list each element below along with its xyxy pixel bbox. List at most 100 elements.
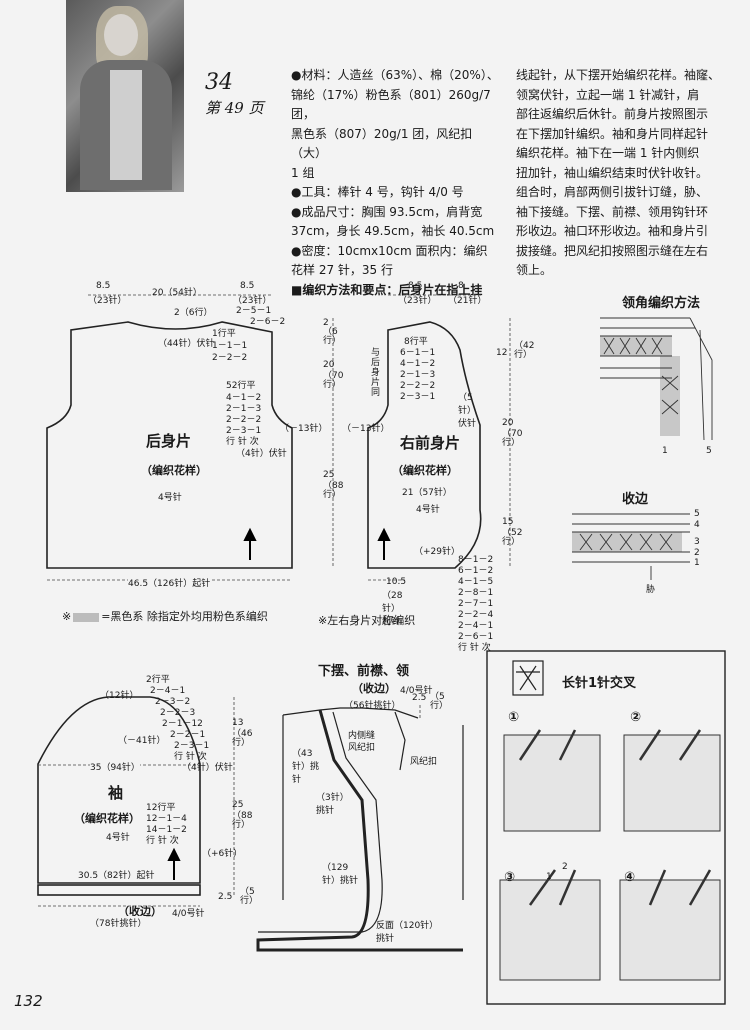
stitch-title: 长针1针交叉 bbox=[562, 676, 637, 691]
sleeve-top: （12针） bbox=[100, 691, 139, 701]
mid-dim-1: 2 bbox=[323, 318, 329, 328]
front-piece-title: 右前身片 bbox=[400, 434, 461, 452]
stitch-arrow-2: 2 bbox=[562, 862, 568, 872]
sleeve-dim-2b: （88行） bbox=[232, 811, 253, 830]
front-cast-on: （28针）起针 bbox=[382, 591, 403, 627]
stitch-step-4: ④ bbox=[624, 870, 636, 885]
sleeve-width: 35（94针） bbox=[90, 760, 140, 773]
back-dec-1: 1行平 bbox=[212, 329, 236, 339]
back-armhole-1: 52行平 bbox=[226, 381, 256, 391]
front-mid-width: 21（57针） bbox=[402, 488, 452, 498]
back-piece-needle: 4号针 bbox=[158, 493, 182, 503]
corner-chart-row-1: 1 bbox=[662, 446, 668, 456]
sleeve-dim-1: 13 bbox=[232, 718, 244, 728]
back-armhole-6: 行 针 次 bbox=[226, 437, 259, 447]
stitch-step-3: ③ bbox=[504, 870, 516, 885]
front-bottom-width: 10.5 bbox=[386, 577, 407, 587]
mid-dim-3b: （88行） bbox=[323, 481, 344, 500]
hem-top-pickup: （56针挑针） bbox=[344, 701, 401, 711]
back-top-middle: 20（54针） bbox=[152, 288, 202, 298]
front-neck-bo: （5针）伏针 bbox=[458, 393, 477, 429]
edge-row-3: 3 bbox=[694, 537, 700, 547]
stitch-step-2: ② bbox=[630, 710, 642, 725]
pattern-number: 34 bbox=[205, 70, 233, 95]
sleeve-dim-3b: （5行） bbox=[240, 887, 259, 906]
sleeve-cap-dec: （－41针） bbox=[118, 736, 166, 746]
back-armhole-2: 4－1－2 bbox=[226, 393, 262, 403]
sleeve-pattern: （编织花样） bbox=[74, 812, 140, 825]
front-piece-needle: 4号针 bbox=[416, 505, 440, 515]
collar-hook: 风纪扣 bbox=[348, 743, 376, 753]
front-side-dec: （－13针） bbox=[342, 424, 390, 434]
sleeve-inc-2: 12－1－4 bbox=[146, 814, 187, 824]
front-curve-4: 2－8－1 bbox=[458, 588, 494, 598]
black-swatch bbox=[73, 612, 100, 622]
stitch-illustrations bbox=[499, 729, 721, 981]
front-pickup-3: （129针）挑针 bbox=[322, 863, 359, 886]
right-dim-2b: （70行） bbox=[502, 429, 523, 448]
front-curve-5: 2－7－1 bbox=[458, 599, 494, 609]
corner-chart-row-5: 5 bbox=[706, 446, 712, 456]
sleeve-cap-6: 2－2－1 bbox=[170, 730, 206, 740]
hem-right-dim-b: （5行） bbox=[430, 692, 449, 711]
right-dim-3b: （52行） bbox=[502, 528, 523, 547]
back-neck-stitches: （44针）伏针 bbox=[158, 339, 215, 349]
back-top-right-2: （23针） bbox=[233, 296, 272, 306]
back-armhole-3: 2－1－3 bbox=[226, 404, 262, 414]
sleeve-cap-3: 2－3－2 bbox=[155, 697, 191, 707]
front-top-right-2: （21针） bbox=[448, 296, 487, 306]
sleeve-title: 袖 bbox=[108, 784, 124, 802]
sleeve-pick-up: （78针挑针） bbox=[90, 916, 147, 929]
sleeve-edge-needle: 4/0号针 bbox=[172, 909, 205, 919]
page-reference: 第 49 页 bbox=[205, 99, 264, 117]
back-armhole-5: 2－3－1 bbox=[226, 426, 262, 436]
back-piece-pattern: （编织花样） bbox=[141, 464, 207, 477]
front-curve-9: 行 针 次 bbox=[458, 643, 491, 653]
edge-chart bbox=[572, 513, 690, 580]
mid-dim-2: 20 bbox=[323, 360, 335, 370]
edge-row-5: 5 bbox=[694, 509, 700, 519]
edge-row-1: 1 bbox=[694, 558, 700, 568]
front-neck-4: 2－1－3 bbox=[400, 370, 436, 380]
sleeve-edge-title: （收边） bbox=[118, 905, 162, 918]
edge-row-2: 2 bbox=[694, 548, 700, 558]
hem-pickup: 反面（120针）挑针 bbox=[376, 921, 434, 944]
corner-chart bbox=[600, 317, 713, 441]
sleeve-dim-3: 2.5 bbox=[218, 892, 233, 902]
front-curve-1: 8－1－2 bbox=[458, 555, 494, 565]
hem-subtitle: （收边） bbox=[352, 682, 396, 695]
right-dim-3: 15 bbox=[502, 517, 514, 527]
hem-title: 下摆、前襟、领 bbox=[318, 664, 410, 679]
model-photo bbox=[66, 0, 184, 192]
mid-dim-3: 25 bbox=[323, 470, 335, 480]
sleeve-needle: 4号针 bbox=[106, 833, 130, 843]
mid-dim-2b: （70行） bbox=[323, 371, 344, 390]
stitch-arrow-1: 1 bbox=[546, 872, 552, 882]
front-curve-7: 2－4－1 bbox=[458, 621, 494, 631]
sleeve-cap-8: 行 针 次 bbox=[174, 752, 207, 762]
sleeve-cap-4: 2－2－3 bbox=[160, 708, 196, 718]
hem-right-dim: 2.5 bbox=[412, 693, 427, 703]
sleeve-inc-3: 14－1－2 bbox=[146, 825, 187, 835]
front-neck-1: 8行平 bbox=[404, 337, 428, 347]
stitch-step-1: ① bbox=[508, 710, 520, 725]
back-top-left: 8.5 bbox=[96, 281, 111, 291]
sleeve-cap-2: 2－4－1 bbox=[150, 686, 186, 696]
page-number: 132 bbox=[14, 992, 43, 1010]
back-neck-rows: 2（6行） bbox=[174, 308, 213, 318]
front-top-left: 8.5 bbox=[408, 281, 423, 291]
edge-side-note: 胁 bbox=[646, 585, 656, 595]
front-curve-8: 2－6－1 bbox=[458, 632, 494, 642]
collar-inner-seam: 内侧缝 bbox=[348, 731, 376, 741]
mid-dim-1b: （6行） bbox=[323, 327, 342, 346]
sleeve-outline bbox=[37, 696, 201, 884]
front-piece-pattern: （编织花样） bbox=[392, 464, 458, 477]
sleeve-inc-1: 12行平 bbox=[146, 803, 176, 813]
hem-needle: 4/0号针 bbox=[400, 686, 433, 696]
sleeve-dim-1b: （46行） bbox=[232, 729, 253, 748]
hem-band-outline bbox=[282, 707, 419, 719]
back-dec-2: 1－1－1 bbox=[212, 341, 248, 351]
materials-text: ●材料：人造丝（63%）、棉（20%）、锦纶（17%）粉色系（801）260g/… bbox=[291, 68, 499, 297]
right-dim-1b: （42行） bbox=[514, 341, 535, 360]
